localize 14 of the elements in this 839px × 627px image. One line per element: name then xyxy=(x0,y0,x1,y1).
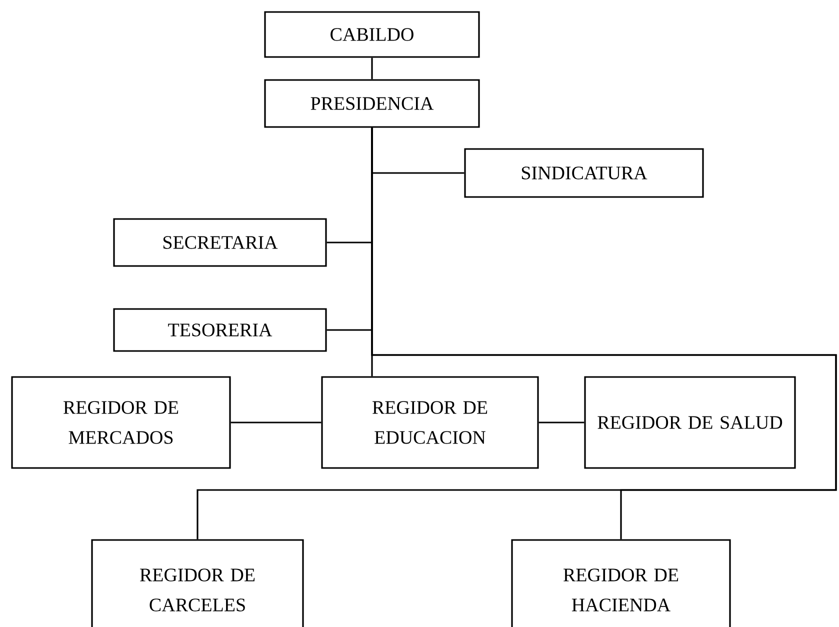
org-box: REGIDOR DE SALUD xyxy=(584,376,796,469)
connector-line xyxy=(538,422,584,424)
org-box: REGIDOR DE EDUCACION xyxy=(321,376,539,469)
org-box: SINDICATURA xyxy=(464,148,704,198)
connector-line xyxy=(230,422,322,424)
org-box: SECRETARIA xyxy=(113,218,327,267)
org-box: CABILDO xyxy=(264,11,480,58)
org-box: TESORERIA xyxy=(113,308,327,352)
connector-line xyxy=(371,58,373,80)
org-box: REGIDOR DE HACIENDA xyxy=(511,539,731,627)
org-box: PRESIDENCIA xyxy=(264,79,480,128)
org-box: REGIDOR DE MERCADOS xyxy=(11,376,231,469)
connector-line xyxy=(371,128,837,540)
org-box: REGIDOR DE CARCELES xyxy=(91,539,304,627)
